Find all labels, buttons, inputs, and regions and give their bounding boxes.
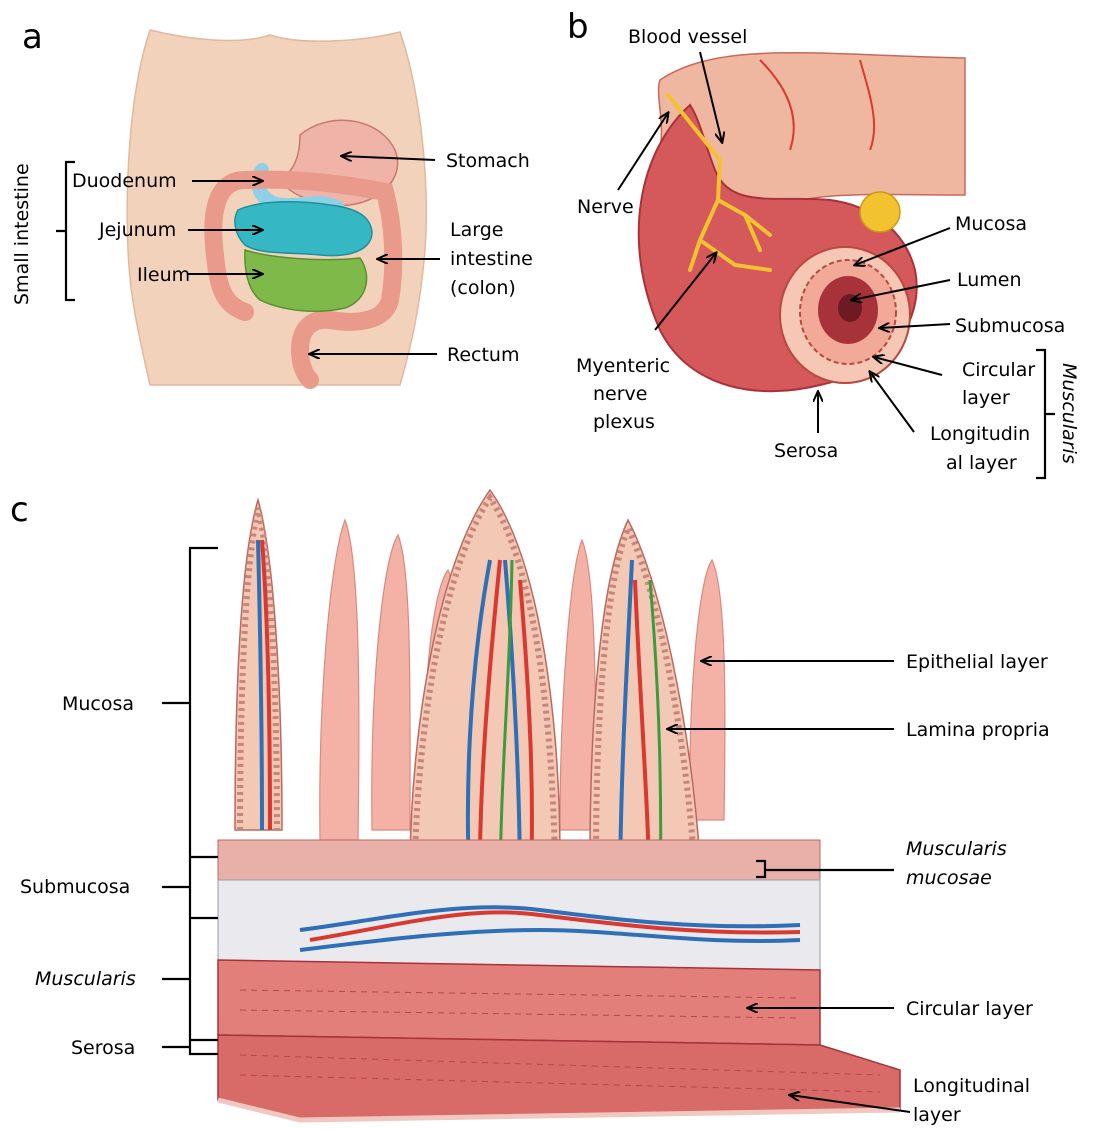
panel-a-letter: a	[22, 17, 43, 57]
lymph-node-cluster	[860, 192, 900, 232]
muscularis-mucosae-label-2: mucosae	[906, 867, 992, 889]
panel-c-letter: c	[10, 490, 29, 530]
panel-b-letter: b	[567, 7, 589, 47]
villus-center	[410, 490, 560, 860]
serosa-c-label: Serosa	[71, 1037, 135, 1059]
circular-b-label-1: Circular	[962, 359, 1035, 381]
muscularis-b-label: Muscularis	[1058, 363, 1080, 464]
submucosa-c-label: Submucosa	[20, 876, 130, 898]
duodenum-label: Duodenum	[72, 170, 177, 192]
stomach-label: Stomach	[446, 150, 530, 172]
mucosa-c-label: Mucosa	[62, 693, 134, 715]
longitudinal-b-label-2: al layer	[946, 452, 1017, 474]
panel-a-illustration	[127, 30, 426, 385]
longitudinal-c-label-1: Longitudinal	[913, 1075, 1030, 1097]
large-intestine-label-3: (colon)	[450, 277, 516, 299]
blood-vessel-label: Blood vessel	[628, 26, 747, 48]
longitudinal-b-label-1: Longitudin	[930, 423, 1030, 445]
mucosa-b-label: Mucosa	[955, 213, 1027, 235]
myenteric-label-3: plexus	[593, 411, 655, 433]
longitudinal-c-label-2: layer	[913, 1104, 961, 1126]
rectum-label: Rectum	[447, 344, 519, 366]
jejunum-organ	[235, 202, 372, 256]
panel-c-illustration	[218, 490, 900, 1120]
muscularis-mucosae-label-1: Muscularis	[906, 838, 1007, 860]
circular-c-label: Circular layer	[906, 998, 1033, 1020]
circular-b-label-2: layer	[962, 387, 1010, 409]
nerve-label: Nerve	[577, 196, 634, 218]
myenteric-label-1: Myenteric	[576, 355, 670, 377]
epithelial-label: Epithelial layer	[906, 651, 1048, 673]
lumen-label: Lumen	[957, 269, 1022, 291]
muscularis-b-bracket	[1036, 350, 1055, 478]
small-intestine-label: Small intestine	[11, 163, 33, 305]
large-intestine-label-1: Large	[450, 219, 503, 241]
muscularis-mucosae-layer	[218, 840, 820, 880]
large-intestine-label-2: intestine	[450, 248, 533, 270]
myenteric-label-2: nerve	[593, 383, 647, 405]
circular-muscle-layer	[218, 960, 820, 1045]
submucosa-b-label: Submucosa	[955, 315, 1065, 337]
longitudinal-b-arrow	[870, 372, 914, 432]
serosa-b-label: Serosa	[774, 440, 838, 462]
jejunum-label: Jejunum	[98, 219, 176, 241]
panel-b-illustration	[639, 53, 965, 391]
panel-c-left-bracket	[190, 548, 218, 1054]
ileum-organ	[245, 250, 367, 311]
lamina-label: Lamina propria	[906, 719, 1050, 741]
muscularis-c-label: Muscularis	[35, 968, 136, 990]
ileum-label: Ileum	[137, 264, 190, 286]
